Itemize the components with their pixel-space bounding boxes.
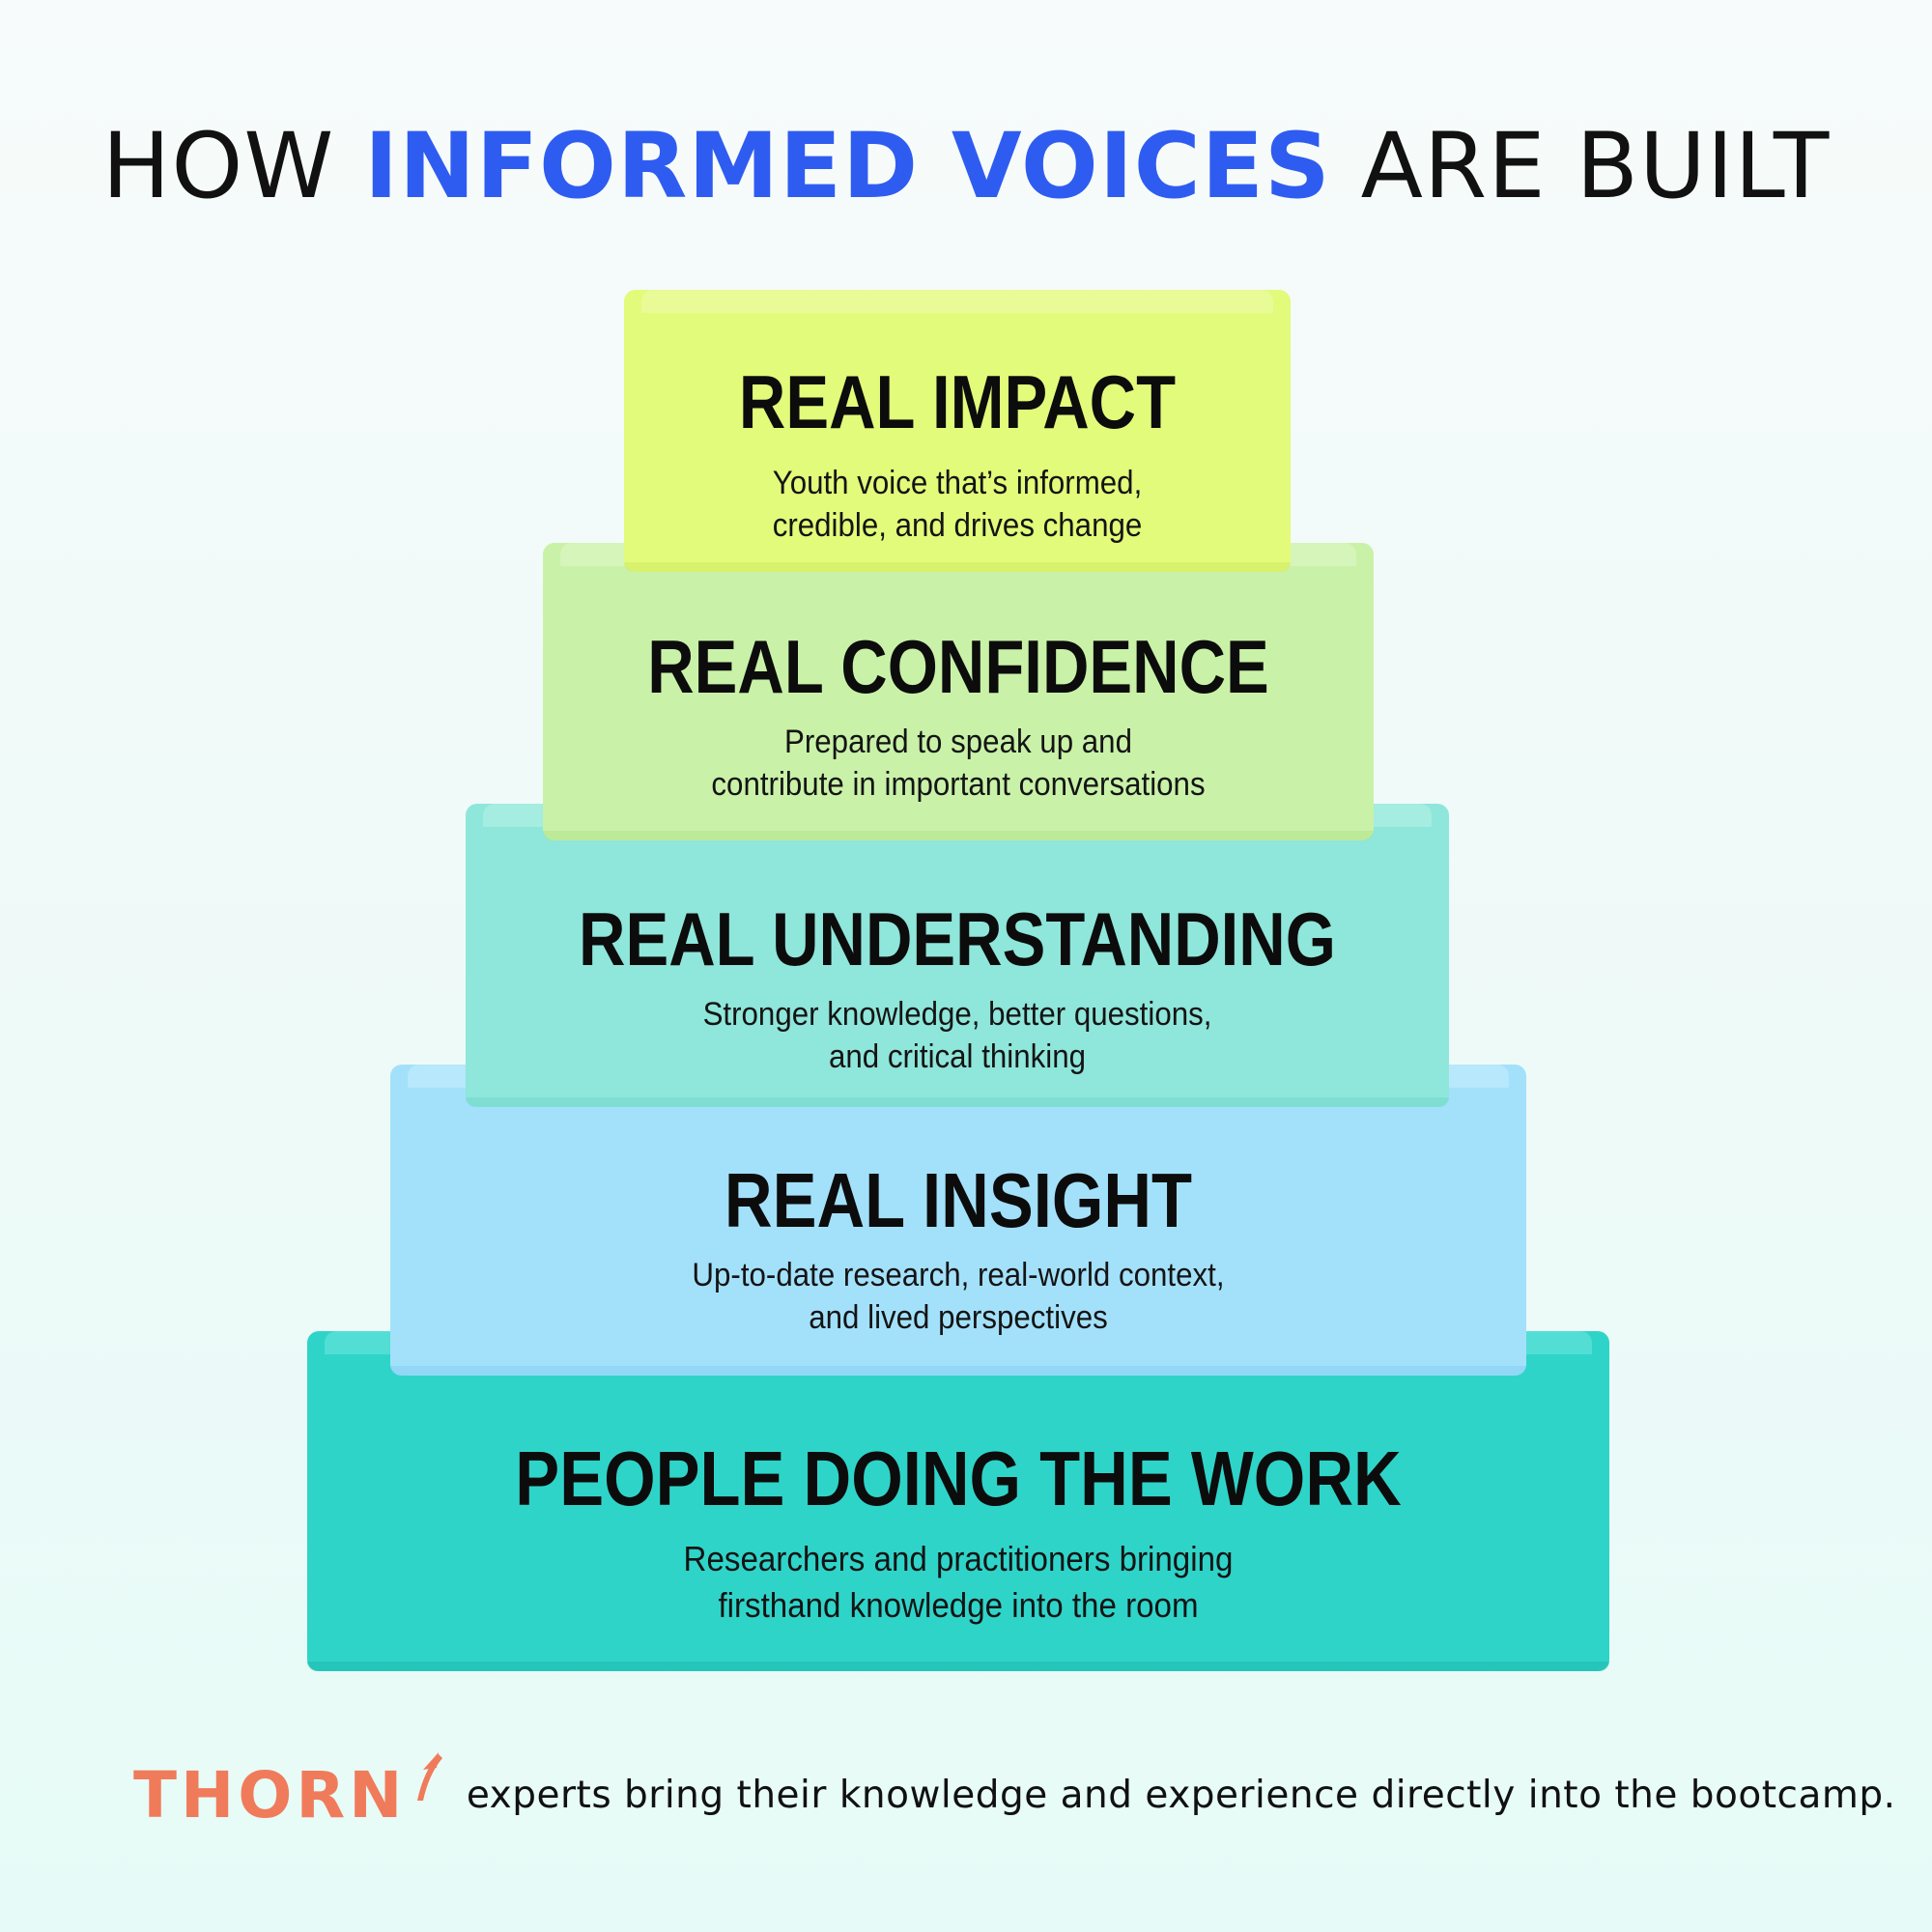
pyramid-block-people-doing-the-work: PEOPLE DOING THE WORK Researchers and pr… xyxy=(307,1331,1609,1671)
thorn-logo-wordmark: THORN xyxy=(133,1758,407,1833)
block-heading: REAL CONFIDENCE xyxy=(647,624,1269,709)
page-title: HOW INFORMED VOICES ARE BUILT xyxy=(0,114,1932,220)
block-description-line-1: Prepared to speak up and xyxy=(783,724,1132,760)
block-description-line-2: credible, and drives change xyxy=(772,507,1143,544)
title-prefix: HOW xyxy=(101,114,335,219)
block-description-line-1: Up-to-date research, real-world context, xyxy=(692,1257,1225,1293)
footer: THORN experts bring their knowledge and … xyxy=(133,1752,1896,1845)
title-suffix: ARE BUILT xyxy=(1360,114,1831,219)
block-heading: REAL INSIGHT xyxy=(724,1157,1193,1243)
block-shade xyxy=(466,1097,1449,1107)
block-description-line-1: Researchers and practitioners bringing xyxy=(683,1539,1234,1578)
block-shade xyxy=(390,1366,1526,1376)
block-description-line-1: Youth voice that’s informed, xyxy=(772,465,1143,501)
pyramid-block-real-understanding: REAL UNDERSTANDING Stronger knowledge, b… xyxy=(466,804,1449,1107)
pyramid-block-real-insight: REAL INSIGHT Up-to-date research, real-w… xyxy=(390,1065,1526,1376)
block-top-face xyxy=(641,290,1273,313)
block-description-line-2: firsthand knowledge into the room xyxy=(718,1585,1199,1625)
pyramid-block-real-confidence: REAL CONFIDENCE Prepared to speak up and… xyxy=(543,543,1374,840)
thorn-logo-icon xyxy=(410,1748,444,1809)
block-heading: REAL IMPACT xyxy=(738,359,1177,444)
block-shade xyxy=(624,562,1291,572)
pyramid-block-real-impact: REAL IMPACT Youth voice that’s informed,… xyxy=(624,290,1291,572)
block-description-line-2: and critical thinking xyxy=(828,1038,1087,1075)
block-heading: PEOPLE DOING THE WORK xyxy=(515,1435,1402,1521)
block-description-line-1: Stronger knowledge, better questions, xyxy=(702,996,1212,1033)
title-highlight: INFORMED VOICES xyxy=(364,114,1331,219)
block-description-line-2: contribute in important conversations xyxy=(711,766,1206,803)
block-heading: REAL UNDERSTANDING xyxy=(579,896,1336,981)
block-description-line-2: and lived perspectives xyxy=(809,1299,1108,1336)
footer-tagline: experts bring their knowledge and experi… xyxy=(466,1774,1896,1817)
block-shade xyxy=(307,1662,1609,1671)
block-shade xyxy=(543,831,1374,840)
